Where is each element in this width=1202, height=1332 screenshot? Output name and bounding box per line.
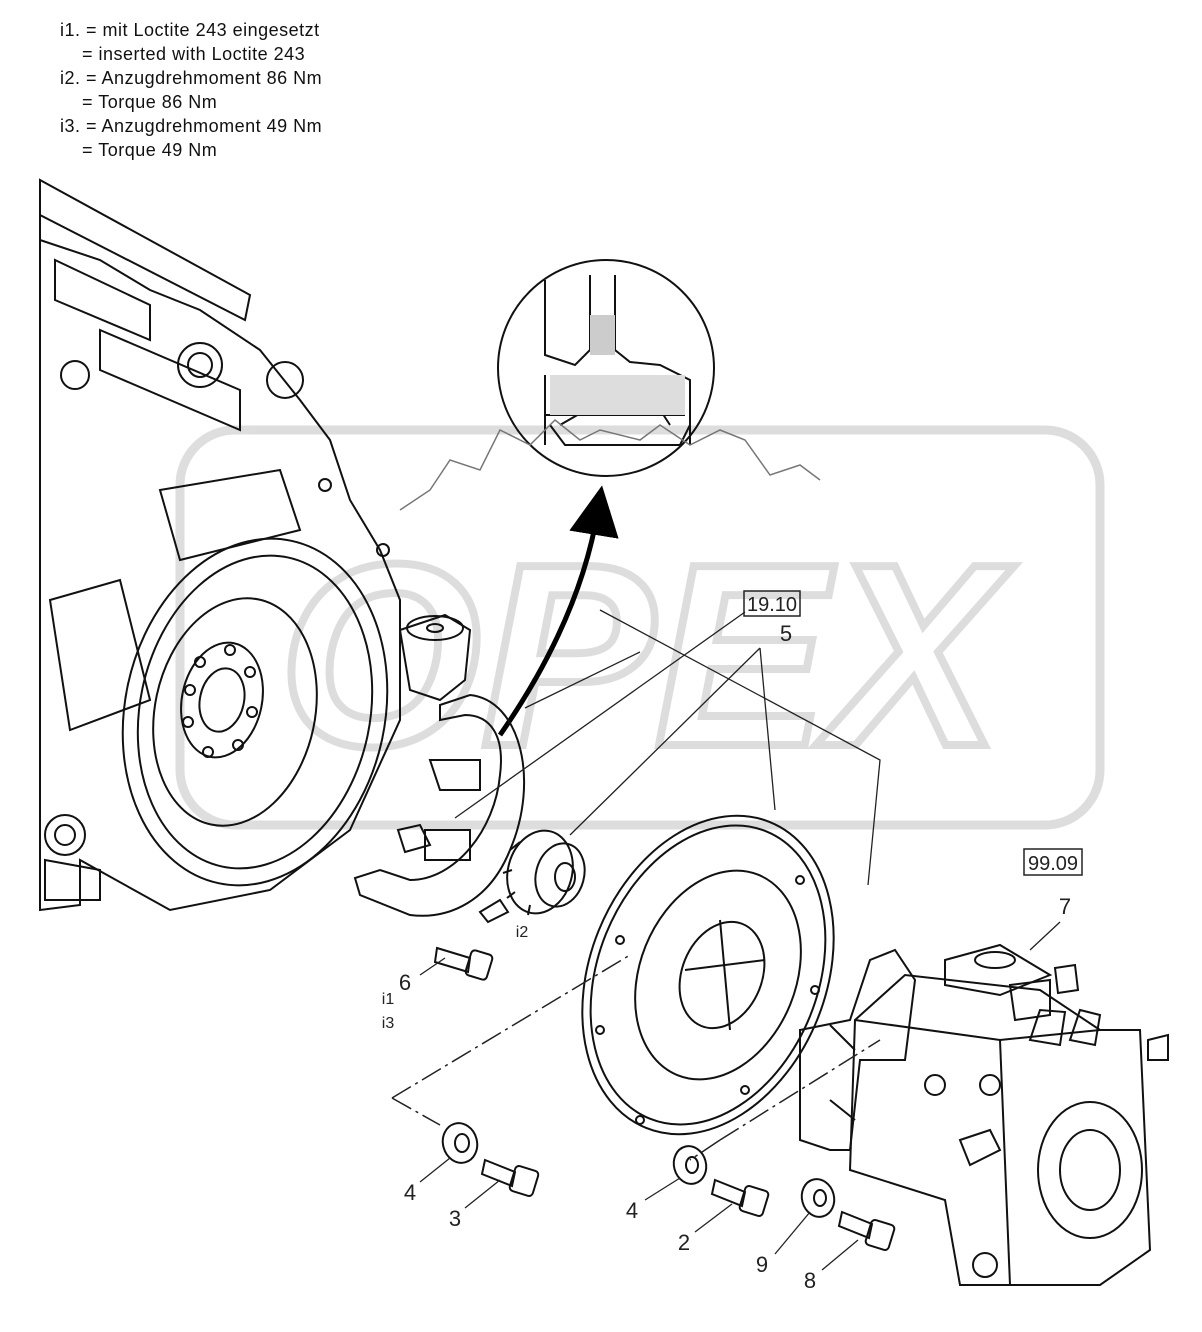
hydraulic-pump — [848, 943, 1169, 1286]
gear-tooth-outline — [399, 418, 821, 511]
callout-item-5: 5 — [780, 621, 792, 646]
svg-text:8: 8 — [804, 1268, 816, 1293]
notes-legend: i1. = mit Loctite 243 eingesetzt = inser… — [60, 18, 322, 162]
bolt-right — [710, 1178, 770, 1217]
note-i2-de: i2. = Anzugdrehmoment 86 Nm — [60, 68, 323, 88]
reference-box-99-09: 99.09 — [1023, 848, 1083, 876]
drive-plate — [581, 814, 835, 1136]
leader-lines-item-5 — [454, 609, 881, 886]
note-i1-de: i1. = mit Loctite 243 eingesetzt — [60, 20, 320, 40]
svg-text:99.09: 99.09 — [1028, 853, 1078, 875]
svg-text:2: 2 — [678, 1230, 690, 1255]
engine-block — [39, 178, 401, 912]
callout-hub-i2: i2 — [516, 924, 529, 941]
callout-bolt-left: 3 — [449, 1179, 501, 1231]
callout-part-6: 6 i1 i3 — [382, 957, 446, 1032]
callout-washer-right: 4 — [626, 1177, 681, 1223]
svg-text:3: 3 — [449, 1206, 461, 1231]
bolt-left — [480, 1158, 540, 1197]
note-i1-en: = inserted with Loctite 243 — [82, 44, 306, 64]
bolt-8 — [837, 1210, 896, 1251]
svg-text:i1: i1 — [382, 991, 395, 1008]
svg-text:6: 6 — [399, 970, 411, 995]
svg-text:OPEX: OPEX — [279, 511, 1015, 801]
note-i2-en: = Torque 86 Nm — [82, 92, 218, 112]
pump-flange — [799, 948, 917, 1151]
washer-9 — [800, 1178, 836, 1218]
coupling-ring — [353, 693, 526, 917]
svg-text:19.10: 19.10 — [747, 594, 797, 616]
detail-view-circle — [497, 259, 715, 477]
washer-right — [672, 1145, 708, 1185]
mount-bracket — [398, 613, 472, 702]
watermark-logo: OPEX — [175, 425, 1105, 830]
assembly-centerlines — [391, 954, 881, 1161]
bolt-part-6 — [433, 946, 494, 981]
washer-left — [441, 1122, 479, 1164]
flywheel — [121, 537, 389, 887]
callout-washer-9: 9 — [756, 1211, 811, 1277]
callout-bolt-right: 2 — [678, 1203, 733, 1255]
svg-text:4: 4 — [404, 1180, 416, 1205]
callout-bolt-8: 8 — [804, 1239, 859, 1293]
reference-box-19-10: 19.10 — [743, 590, 801, 617]
note-i3-en: = Torque 49 Nm — [82, 140, 218, 160]
callout-washer-left: 4 — [404, 1157, 451, 1205]
svg-text:4: 4 — [626, 1198, 638, 1223]
svg-text:i3: i3 — [382, 1015, 395, 1032]
svg-text:9: 9 — [756, 1252, 768, 1277]
callout-item-7: 7 — [1059, 894, 1071, 919]
note-i3-de: i3. = Anzugdrehmoment 49 Nm — [60, 116, 323, 136]
detail-arrow — [497, 485, 619, 737]
splined-hub — [502, 829, 586, 916]
hub-bolt — [478, 898, 510, 924]
leader-item-7 — [1029, 921, 1061, 951]
